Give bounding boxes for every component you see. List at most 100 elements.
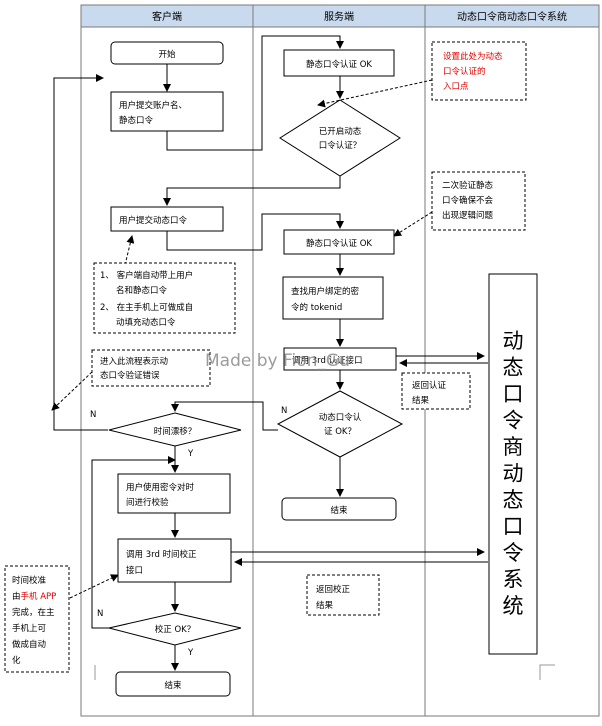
time-drift-label: 时间漂移？ (154, 426, 197, 437)
note-time-app-line1: 时间校准 (12, 575, 47, 586)
note-time-app-line2a: 由 (12, 591, 21, 602)
end-client-label: 结束 (164, 680, 182, 691)
lane-title-system: 动态口令商动态口令系统 (457, 10, 567, 23)
time-drift-decision (108, 412, 242, 447)
arrow-timedrift-back (53, 74, 108, 431)
note-entry-line3: 入口点 (443, 82, 469, 92)
note-return-auth-line2: 结果 (412, 395, 430, 406)
note-entry-line2: 口令认证的 (443, 66, 486, 77)
note-time-app-line4: 手机上可 (12, 623, 47, 634)
note-time-app (4, 565, 70, 673)
end-server-node (281, 497, 397, 521)
call-auth-api-label: 调用 3rd 认证接口 (292, 355, 363, 366)
lane-title-server: 服务端 (324, 10, 354, 23)
vendor-system-glyph: 令 (503, 541, 524, 565)
note-flow-line1: 进入此流程表示动 (100, 356, 169, 367)
note-flow-line2: 态口令验证错误 (100, 370, 160, 381)
note-auto-line4: 动填充动态口令 (116, 317, 176, 328)
callout-auto (124, 235, 135, 266)
note-second-line3: 出现逻辑问题 (442, 210, 494, 221)
note-time-app-line6: 化 (12, 655, 21, 666)
vendor-system-glyph: 动 (503, 462, 524, 486)
vendor-system-glyph: 商 (503, 435, 524, 459)
user-calibrate-node (117, 473, 231, 514)
find-tokenid-node (282, 276, 384, 320)
note-second-check (431, 171, 526, 231)
dynamic-enabled-line1: 已开启动态 (319, 126, 362, 137)
note-auto-line2: 名和静态口令 (116, 285, 168, 296)
vendor-system-vertical-text: 动态口令商动态口令系统 (503, 329, 524, 618)
note-flow-error (91, 349, 211, 387)
find-tokenid-line2: 令的 tokenid (291, 302, 342, 313)
vendor-system-glyph: 统 (503, 594, 524, 618)
note-time-app-line3: 完成，在主 (12, 607, 55, 618)
user-calibrate-line1: 用户使用密令对时 (126, 482, 195, 493)
calibrate-ok-decision (108, 612, 242, 646)
note-entry-line1: 设置此处为动态 (443, 51, 503, 62)
lane-title-client: 客户端 (152, 10, 182, 23)
note-return-calibrate-line1: 返回校正 (316, 584, 351, 595)
call-time-api-line2: 接口 (126, 565, 143, 576)
swimlanes: 客户端 服务端 动态口令商动态口令系统 (80, 4, 600, 717)
dynamic-ok-decision (276, 390, 404, 458)
submit-credentials-line1: 用户提交账户名、 (119, 100, 187, 111)
dynamic-ok-line1: 动态口令认 (319, 412, 362, 423)
vendor-system-glyph: 系 (503, 568, 524, 592)
submit-dynamic-node (110, 206, 224, 232)
vendor-system-glyph: 口 (503, 382, 524, 406)
end-server-label: 结束 (330, 505, 348, 516)
arrow-submit-static (166, 35, 344, 151)
note-time-app-line2b: 手机 APP (21, 591, 57, 602)
note-auto-line3: 2、 在主手机上可做成自 (100, 302, 193, 313)
arrow-submitdyn-static2 (166, 213, 344, 251)
submit-dynamic-label: 用户提交动态口令 (119, 215, 188, 226)
arrow-enabled-submitdyn (163, 176, 341, 206)
note-return-calibrate-line2: 结果 (316, 600, 334, 611)
note-return-auth (401, 372, 471, 410)
note-time-app-line5: 做成自动 (12, 639, 47, 650)
submit-credentials-line2: 静态口令 (119, 115, 154, 126)
dynamic-enabled-line2: 口令认证？ (319, 140, 362, 151)
note-auto-fill (93, 262, 236, 334)
static-auth-ok-label: 静态口令认证 OK (306, 59, 372, 70)
start-label: 开始 (158, 49, 176, 60)
corner-marks (94, 664, 555, 680)
label-y-timedrift: Y (187, 449, 194, 459)
static-auth-ok-node (283, 49, 395, 77)
callout-entry (317, 79, 433, 108)
vendor-system-label: 动态口令商动态口令系统 (503, 329, 524, 618)
find-tokenid-line1: 查找用户绑定的密 (291, 286, 360, 297)
vendor-system-glyph: 令 (503, 409, 524, 433)
vendor-system-glyph: 口 (503, 515, 524, 539)
start-node (110, 41, 224, 65)
call-time-api-line1: 调用 3rd 时间校正 (126, 549, 197, 560)
callout-flow (51, 371, 93, 411)
callout-time-app (69, 574, 119, 599)
calibrate-ok-label: 校正 OK？ (155, 624, 195, 635)
note-return-calibrate (306, 574, 380, 616)
user-calibrate-line2: 间进行校验 (126, 497, 169, 508)
static-auth-ok-2-label: 静态口令认证 OK (306, 238, 372, 249)
static-auth-ok-2-node (283, 229, 395, 255)
vendor-system-glyph: 动 (503, 329, 524, 353)
dynamic-ok-line2: 证 OK？ (324, 427, 356, 437)
watermark: Made by Fion_Gu (205, 351, 350, 371)
label-n-dynok: N (281, 406, 287, 416)
vendor-system-glyph: 态 (503, 488, 524, 512)
end-client-node (115, 671, 231, 697)
note-auto-line1: 1、 客户端自动带上用户 (100, 270, 193, 281)
callout-second (393, 211, 433, 237)
label-n-calibok: N (97, 609, 103, 619)
dynamic-enabled-decision (279, 99, 401, 177)
corner-mark-right (539, 664, 555, 680)
branch-labels: N Y N Y N (90, 406, 287, 658)
nodes: 开始 用户提交账户名、 静态口令 静态口令认证 OK 已开启动态 口令认证？ 用… (108, 41, 538, 697)
note-time-app-line2: 由手机 APP (12, 591, 56, 602)
submit-credentials-node (110, 91, 224, 132)
vendor-system-box (488, 273, 538, 655)
notes: 设置此处为动态 口令认证的 入口点 二次验证静态 口令确保不会 出现逻辑问题 1… (4, 41, 527, 673)
arrow-dynok-timedrift (171, 401, 278, 431)
label-n-timedrift: N (90, 410, 96, 420)
